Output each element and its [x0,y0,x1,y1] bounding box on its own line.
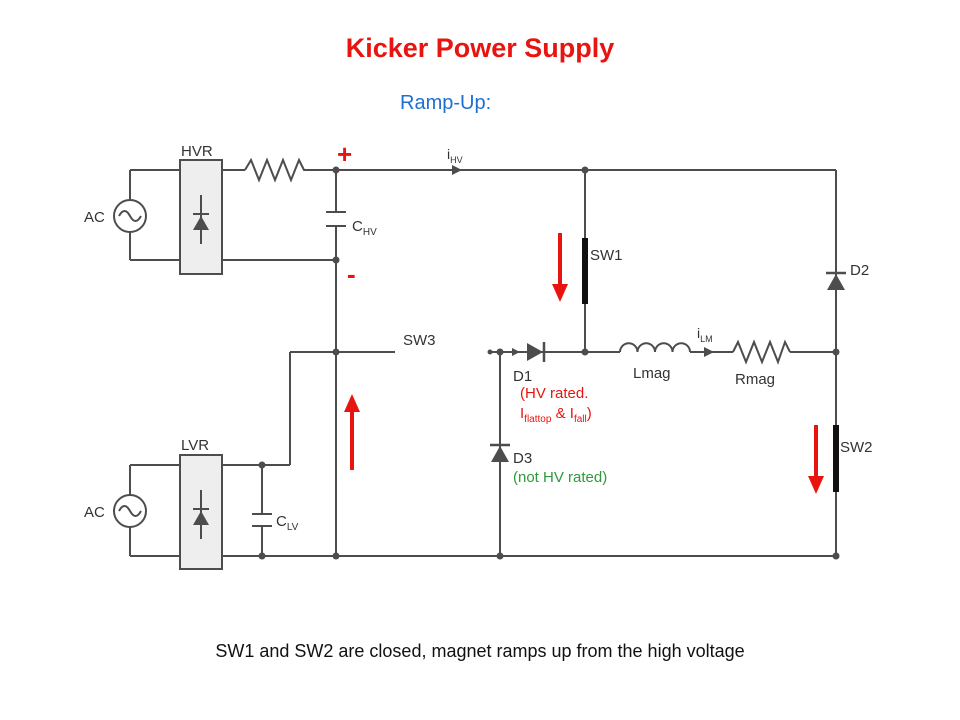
red-arrows [344,233,824,494]
ilm-label: iLM [697,325,713,344]
lmag-inductor [619,342,691,353]
wires [129,169,837,557]
minus-sign: - [347,259,356,289]
rmag-resistor [732,339,791,365]
chv-capacitor [326,211,346,227]
hvr-rectifier [179,159,223,275]
hvr-label: HVR [181,143,213,160]
hv-resistor [244,157,310,183]
ac-top-label: AC [84,209,105,226]
caption: SW1 and SW2 are closed, magnet ramps up … [215,641,745,661]
ihv-label: iHV [447,146,463,165]
d1-diode [527,342,546,362]
sw1-label: SW1 [590,247,623,264]
ac-source-bottom [113,494,147,528]
ilm-arrow-icon [704,347,714,357]
page-title: Kicker Power Supply [345,33,615,63]
junction-dots [258,166,840,560]
ac-source-top [113,199,147,233]
d1-label: D1 [513,368,532,385]
lvr-label: LVR [181,437,209,454]
d1-note-line2: Iflattop & Ifall) [520,405,592,425]
ac-bottom-label: AC [84,504,105,521]
d3-label: D3 [513,450,532,467]
clv-capacitor [252,513,272,527]
d3-note: (not HV rated) [513,469,607,486]
ihv-arrow-icon [452,165,462,175]
sw3-label: SW3 [403,332,436,349]
page-subtitle: Ramp-Up: [400,92,492,114]
d2-label: D2 [850,262,869,279]
clv-label: CLV [276,513,299,533]
sw2-label: SW2 [840,439,873,456]
d1-note-line1: (HV rated. [520,385,588,402]
d1-input-arrow-icon [512,348,520,356]
rmag-label: Rmag [735,371,775,388]
chv-label: CHV [352,218,377,238]
lvr-rectifier [179,454,223,570]
d2-diode [826,271,846,290]
plus-sign: + [337,139,352,169]
lmag-label: Lmag [633,365,671,382]
d3-diode [490,443,510,462]
